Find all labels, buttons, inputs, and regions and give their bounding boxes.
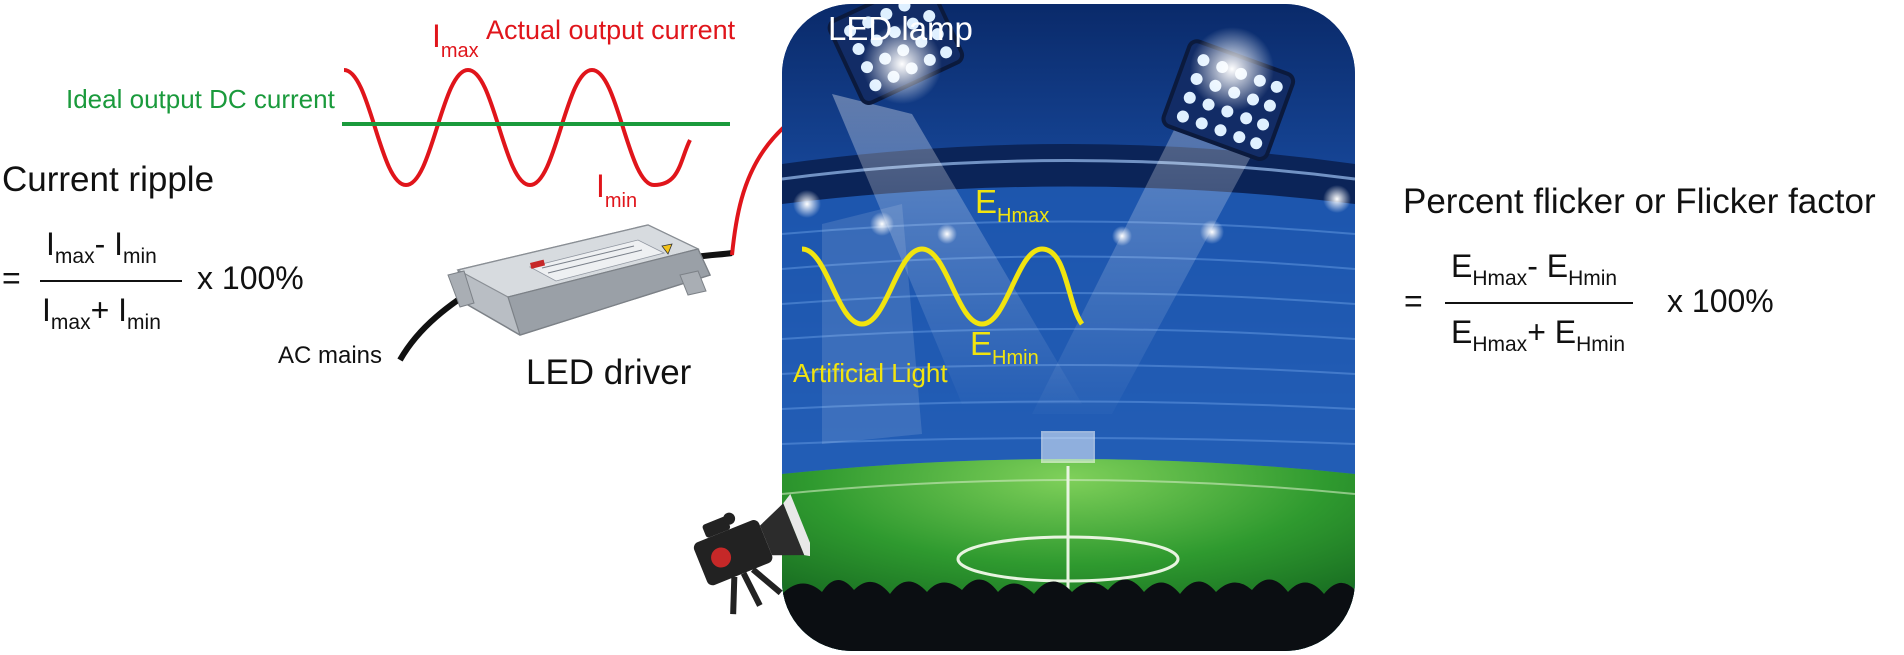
current-ripple-title: Current ripple bbox=[2, 160, 215, 199]
ripple-fraction: Imax- Imin Imax+ Imin bbox=[40, 220, 188, 340]
ripple-fraction-bar bbox=[40, 280, 182, 282]
ac-mains-label: AC mains bbox=[278, 342, 383, 369]
flicker-fraction-bar bbox=[1445, 302, 1633, 304]
led-driver-image bbox=[397, 224, 733, 362]
flicker-fraction: EHmax- EHmin EHmax+ EHmin bbox=[1445, 242, 1635, 367]
ripple-multiplier: x 100% bbox=[197, 260, 304, 296]
led-lamp-label: LED lamp bbox=[828, 10, 973, 47]
ehmin-label: EHmin bbox=[970, 325, 1039, 369]
imin-label: Imin bbox=[596, 168, 638, 212]
actual-current-sine-wave bbox=[343, 67, 692, 188]
flicker-multiplier: x 100% bbox=[1667, 283, 1774, 319]
ripple-denominator: Imax+ Imin bbox=[42, 292, 161, 334]
artificial-light-label: Artificial Light bbox=[793, 358, 948, 388]
flicker-denominator: EHmax+ EHmin bbox=[1451, 314, 1626, 356]
led-driver-label: LED driver bbox=[526, 353, 692, 392]
ideal-dc-current-label: Ideal output DC current bbox=[66, 84, 335, 114]
current-waveform-graphic bbox=[342, 67, 730, 188]
ripple-numerator: Imax- Imin bbox=[46, 226, 157, 268]
video-camera-icon bbox=[693, 493, 810, 615]
flicker-factor-title: Percent flicker or Flicker factor bbox=[1403, 182, 1876, 221]
ehmax-label: EHmax bbox=[975, 183, 1050, 227]
ripple-equals-sign: = bbox=[2, 260, 21, 296]
actual-current-label: Actual output current bbox=[486, 15, 736, 45]
imax-label: Imax bbox=[432, 18, 479, 62]
stadium-illustration bbox=[782, 4, 1355, 651]
flicker-equals-sign: = bbox=[1404, 283, 1423, 319]
flicker-numerator: EHmax- EHmin bbox=[1451, 248, 1618, 290]
